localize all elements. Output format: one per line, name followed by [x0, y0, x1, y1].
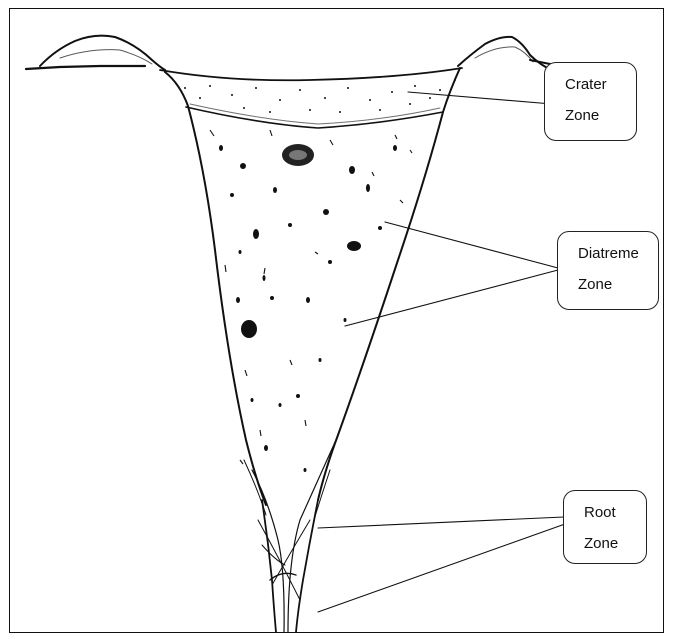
diatreme-wall-left — [165, 72, 266, 505]
label-diatreme-line2: Zone — [578, 269, 658, 300]
label-crater-line2: Zone — [565, 100, 636, 131]
diatreme-wall-right — [318, 68, 460, 500]
ground-line-left — [26, 66, 145, 69]
root-zone-left — [262, 500, 276, 632]
callout-root-zone: Root Zone — [563, 490, 647, 564]
crater-base — [186, 107, 443, 128]
label-root-line2: Zone — [584, 528, 646, 559]
diatreme-leader-1 — [385, 222, 558, 268]
crater-fill-texture — [184, 79, 456, 113]
label-root-line1: Root — [584, 497, 646, 528]
crater-surface — [160, 68, 462, 80]
tuff-ring-left — [40, 36, 165, 70]
label-crater-line1: Crater — [565, 69, 636, 100]
root-leader-1 — [318, 517, 564, 528]
diatreme-leader-2 — [345, 270, 558, 326]
tuff-ring-right — [458, 37, 555, 72]
root-zone-right — [296, 500, 318, 632]
label-diatreme-line1: Diatreme — [578, 238, 658, 269]
callout-diatreme-zone: Diatreme Zone — [557, 231, 659, 310]
root-leader-2 — [318, 524, 565, 612]
callout-crater-zone: Crater Zone — [544, 62, 637, 141]
diatreme-clasts — [210, 130, 412, 472]
